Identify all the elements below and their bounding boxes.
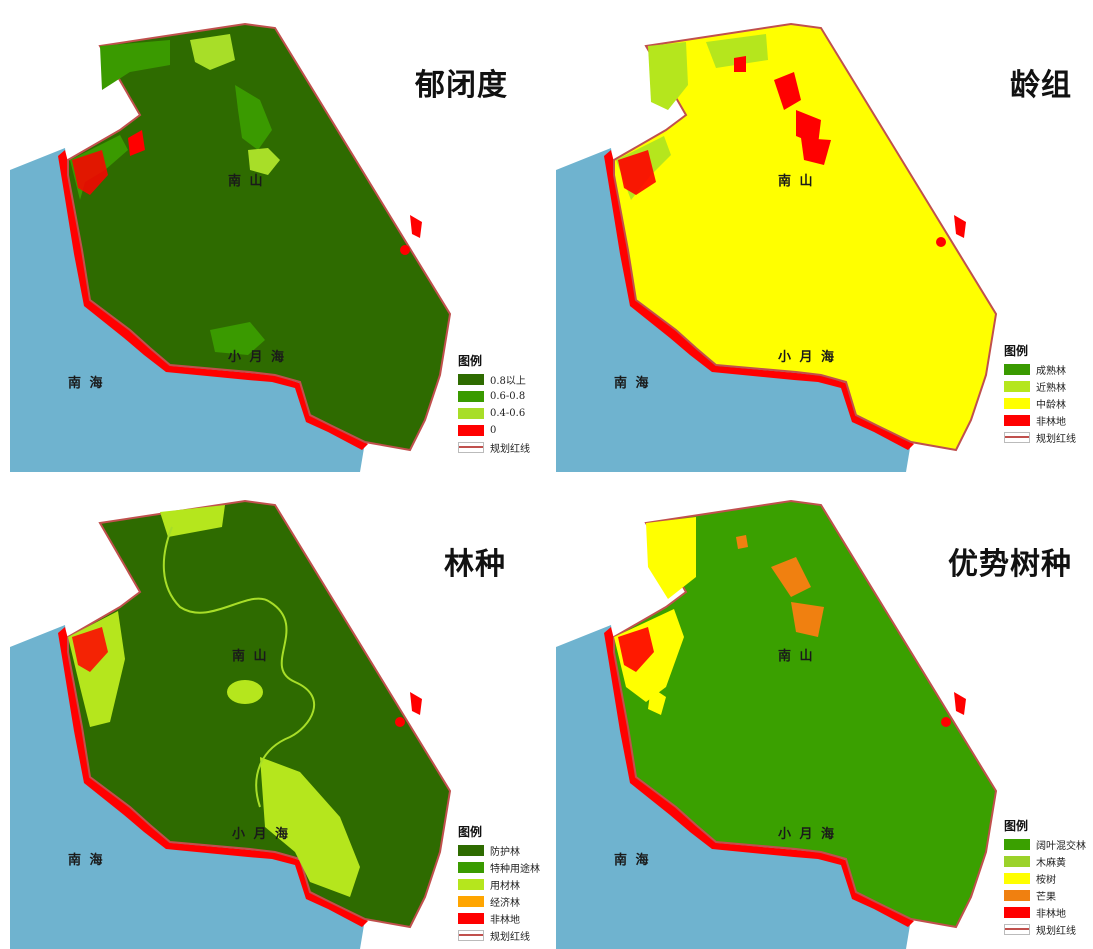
map-panel-forest-type: 林种 南 山 小 月 海 南 海 图例防护林特种用途林用材林经济林非林地规划红线: [10, 487, 542, 949]
legend-label: 规划红线: [490, 932, 530, 943]
sea-label: 南 海: [614, 853, 649, 868]
legend-label: 防护林: [490, 847, 520, 858]
legend-label: 近熟林: [1036, 383, 1066, 394]
color-swatch: [1004, 415, 1030, 426]
map-panel-age-group: 龄组 南 山 小 月 海 南 海 图例成熟林近熟林中龄林非林地规划红线: [556, 10, 1088, 472]
color-swatch: [1004, 398, 1030, 409]
legend-item: 用材林: [458, 876, 540, 893]
forest-type-map: [10, 500, 451, 949]
legend-label: 0: [490, 425, 497, 436]
legend-label: 中龄林: [1036, 400, 1066, 411]
legend-item: 非林地: [1004, 412, 1076, 429]
legend-item: 特种用途林: [458, 859, 540, 876]
bay-label: 小 月 海: [778, 827, 835, 842]
redline-swatch: [458, 930, 484, 941]
legend-item: 0: [458, 422, 530, 439]
canopy-map: [10, 23, 451, 472]
color-swatch: [458, 374, 484, 385]
panel-title: 林种: [444, 547, 506, 582]
legend-title: 图例: [458, 354, 483, 368]
bay-label: 小 月 海: [228, 350, 285, 365]
color-swatch: [458, 913, 484, 924]
legend-item: 0.4-0.6: [458, 405, 530, 422]
legend-label: 木麻黄: [1036, 858, 1066, 869]
mountain-label: 南 山: [778, 174, 813, 189]
color-swatch: [1004, 873, 1030, 884]
legend-item: 规划红线: [1004, 921, 1086, 938]
color-swatch: [458, 425, 484, 436]
legend-label: 成熟林: [1036, 366, 1066, 377]
legend-label: 非林地: [490, 915, 520, 926]
legend-item: 芒果: [1004, 887, 1086, 904]
sea-label: 南 海: [68, 853, 103, 868]
color-swatch: [1004, 907, 1030, 918]
sea-label: 南 海: [614, 376, 649, 391]
color-swatch: [1004, 364, 1030, 375]
legend-item: 0.6-0.8: [458, 388, 530, 405]
legend-item: 规划红线: [1004, 429, 1076, 446]
legend-item: 桉树: [1004, 870, 1086, 887]
legend-item: 0.8以上: [458, 371, 530, 388]
redline-swatch: [1004, 432, 1030, 443]
legend-item: 木麻黄: [1004, 853, 1086, 870]
legend-label: 经济林: [490, 898, 520, 909]
color-swatch: [458, 862, 484, 873]
legend-item: 经济林: [458, 893, 540, 910]
mountain-label: 南 山: [778, 649, 813, 664]
sea-label: 南 海: [68, 376, 103, 391]
color-swatch: [458, 845, 484, 856]
legend-item: 阔叶混交林: [1004, 836, 1086, 853]
color-swatch: [1004, 856, 1030, 867]
bay-label: 小 月 海: [232, 827, 289, 842]
legend-title: 图例: [458, 825, 483, 839]
redline-swatch: [458, 442, 484, 453]
color-swatch: [458, 391, 484, 402]
redline-swatch: [1004, 924, 1030, 935]
color-swatch: [1004, 890, 1030, 901]
legend-item: 成熟林: [1004, 361, 1076, 378]
legend-label: 芒果: [1036, 892, 1056, 903]
map-panel-dominant-species: 优势树种 南 山 小 月 海 南 海 图例阔叶混交林木麻黄桉树芒果非林地规划红线: [556, 487, 1088, 949]
legend: 图例成熟林近熟林中龄林非林地规划红线: [1004, 342, 1076, 446]
legend-item: 近熟林: [1004, 378, 1076, 395]
color-swatch: [458, 896, 484, 907]
legend-label: 规划红线: [1036, 434, 1076, 445]
legend-label: 用材林: [490, 881, 520, 892]
legend-item: 中龄林: [1004, 395, 1076, 412]
legend-item: 防护林: [458, 842, 540, 859]
legend-label: 规划红线: [1036, 926, 1076, 937]
legend: 图例 0.8以上 0.6-0.8 0.4-0.6 0 规划红线: [458, 352, 530, 456]
color-swatch: [458, 408, 484, 419]
legend: 图例阔叶混交林木麻黄桉树芒果非林地规划红线: [1004, 817, 1086, 938]
panel-title: 郁闭度: [415, 68, 508, 103]
mountain-label: 南 山: [232, 649, 267, 664]
legend-label: 0.4-0.6: [490, 408, 526, 419]
color-swatch: [1004, 839, 1030, 850]
legend-item: 非林地: [458, 910, 540, 927]
legend-label: 0.6-0.8: [490, 391, 526, 402]
legend-label: 规划红线: [490, 444, 530, 455]
legend-item: 规划红线: [458, 439, 530, 456]
bay-label: 小 月 海: [778, 350, 835, 365]
dominant-species-map: [556, 500, 997, 949]
legend-item: 非林地: [1004, 904, 1086, 921]
legend-label: 阔叶混交林: [1036, 841, 1086, 852]
panel-title: 龄组: [1010, 68, 1072, 103]
color-swatch: [1004, 381, 1030, 392]
color-swatch: [458, 879, 484, 890]
legend-item: 规划红线: [458, 927, 540, 944]
legend-title: 图例: [1004, 819, 1029, 833]
age-group-map: [556, 23, 997, 472]
legend-label: 非林地: [1036, 417, 1066, 428]
map-panel-canopy: 郁闭度 南 山 小 月 海 南 海 图例 0.8以上 0.6-0.8 0.4-0.6 0…: [10, 10, 542, 472]
mountain-label: 南 山: [228, 174, 263, 189]
panel-title: 优势树种: [948, 547, 1072, 582]
legend-label: 特种用途林: [490, 864, 540, 875]
legend-label: 非林地: [1036, 909, 1066, 920]
legend-title: 图例: [1004, 344, 1029, 358]
legend: 图例防护林特种用途林用材林经济林非林地规划红线: [458, 823, 540, 944]
legend-label: 0.8以上: [490, 376, 526, 387]
legend-label: 桉树: [1036, 875, 1056, 886]
